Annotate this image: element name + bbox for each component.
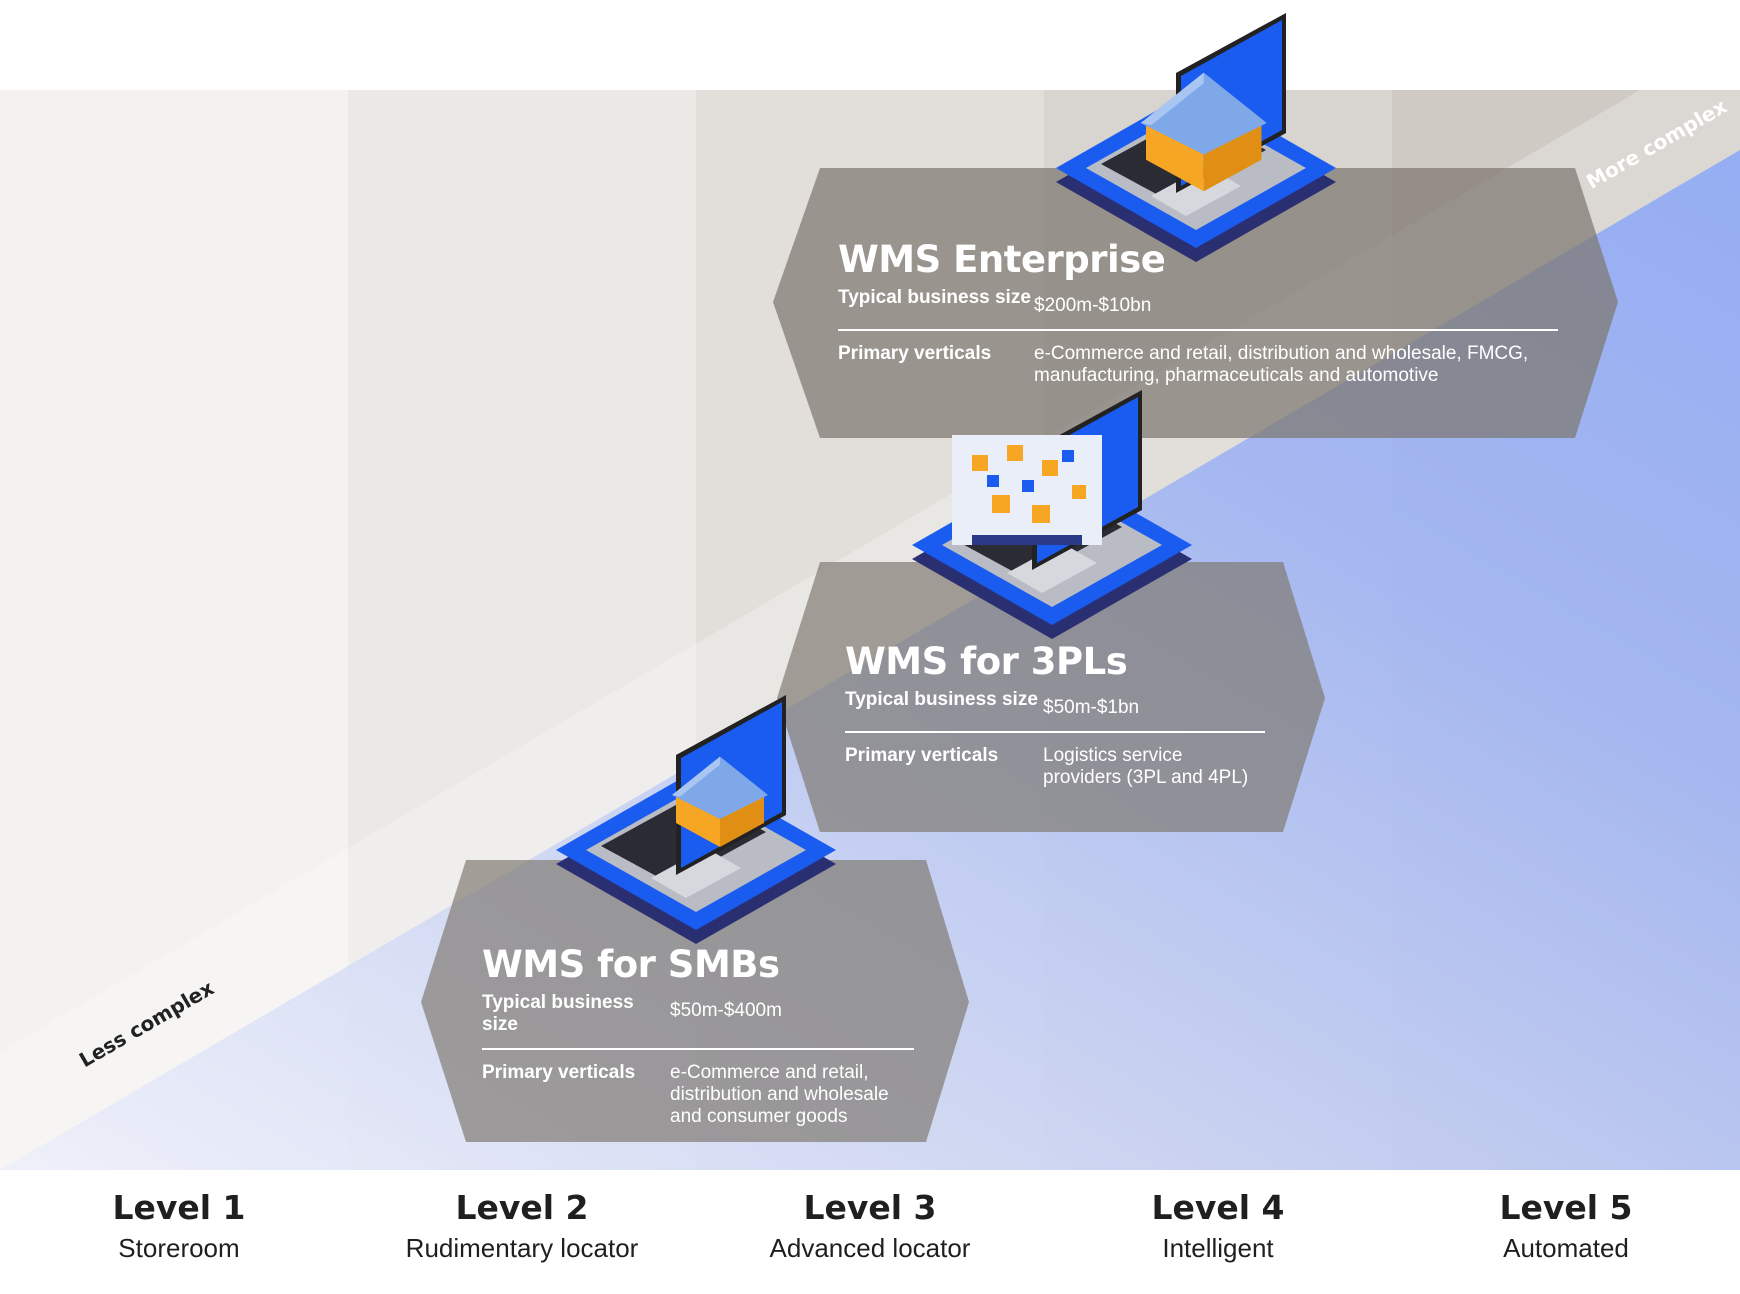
level-1-column xyxy=(0,90,348,1170)
level-1-desc: Storeroom xyxy=(118,1233,240,1263)
smb-divider xyxy=(482,1048,914,1050)
smb-card-title: WMS for SMBs xyxy=(482,943,780,986)
three-pl-verticals-label: Primary verticals xyxy=(845,745,999,766)
level-2-label: Level 2 Rudimentary locator xyxy=(348,1187,696,1265)
enterprise-size-value: $200m-$10bn xyxy=(1034,295,1152,316)
smb-size-label: Typical business size xyxy=(482,992,634,1035)
three-pl-card-bg xyxy=(777,562,1325,832)
level-4-desc: Intelligent xyxy=(1162,1233,1274,1263)
enterprise-verticals-value: e-Commerce and retail, distribution and … xyxy=(1034,343,1529,386)
level-3-desc: Advanced locator xyxy=(769,1233,971,1263)
enterprise-card-title: WMS Enterprise xyxy=(838,238,1166,281)
level-5-desc: Automated xyxy=(1503,1233,1629,1263)
enterprise-card: WMS Enterprise Typical business size $20… xyxy=(838,238,1558,387)
three-pl-size-label: Typical business size xyxy=(845,689,1038,710)
three-pl-card: WMS for 3PLs Typical business size $50m-… xyxy=(845,640,1265,789)
level-5-label: Level 5 Automated xyxy=(1392,1187,1740,1265)
enterprise-divider xyxy=(838,329,1558,331)
three-pl-size-value: $50m-$1bn xyxy=(1043,697,1140,718)
three-pl-divider xyxy=(845,731,1265,733)
level-4-label: Level 4 Intelligent xyxy=(1044,1187,1392,1265)
level-2-desc: Rudimentary locator xyxy=(405,1233,639,1263)
enterprise-card-bg xyxy=(773,168,1618,438)
smb-verticals-label: Primary verticals xyxy=(482,1062,636,1083)
level-2-name: Level 2 xyxy=(455,1188,589,1227)
smb-size-value: $50m-$400m xyxy=(670,1000,782,1021)
level-1-label: Level 1 Storeroom xyxy=(5,1187,353,1265)
smb-verticals-value: e-Commerce and retail, distribution and … xyxy=(670,1062,889,1127)
level-3-name: Level 3 xyxy=(803,1188,937,1227)
three-pl-verticals-value: Logistics service providers (3PL and 4PL… xyxy=(1043,745,1249,788)
level-1-name: Level 1 xyxy=(112,1188,246,1227)
three-pl-card-title: WMS for 3PLs xyxy=(845,640,1128,683)
enterprise-verticals-label: Primary verticals xyxy=(838,343,992,364)
smb-card-bg xyxy=(421,860,969,1142)
level-5-name: Level 5 xyxy=(1499,1188,1633,1227)
level-4-name: Level 4 xyxy=(1151,1188,1285,1227)
smb-card: WMS for SMBs Typical business size $50m-… xyxy=(482,943,914,1128)
level-3-label: Level 3 Advanced locator xyxy=(696,1187,1044,1265)
three-pl-laptop-illustration xyxy=(912,390,1192,639)
enterprise-size-label: Typical business size xyxy=(838,287,1031,308)
